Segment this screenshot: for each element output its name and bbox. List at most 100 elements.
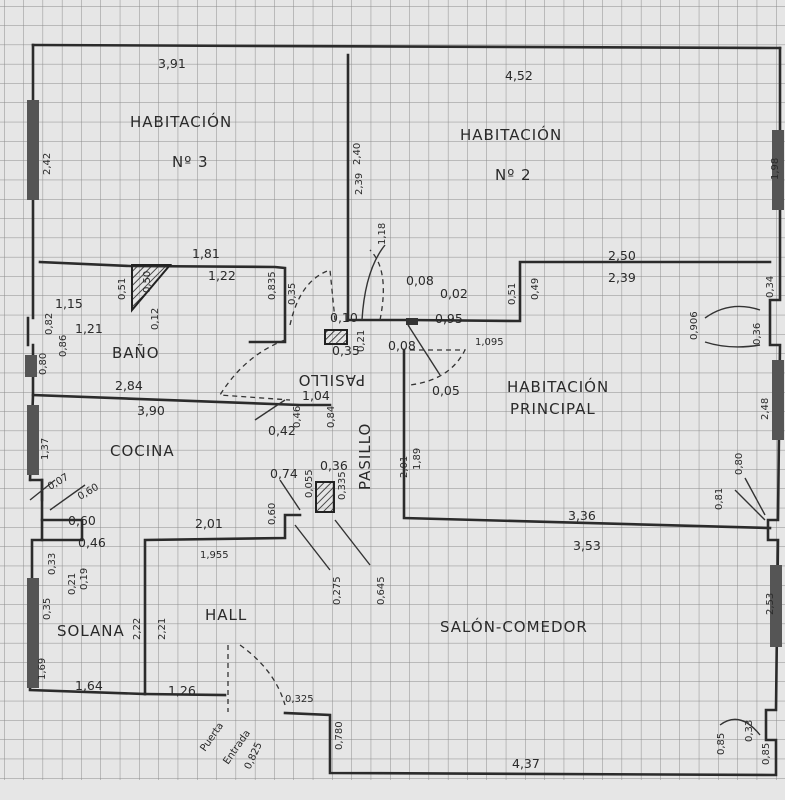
dimension-label: 1,81 bbox=[192, 246, 220, 261]
dimension-label: 0,645 bbox=[376, 576, 387, 605]
dimension-label: 3,91 bbox=[158, 56, 186, 71]
dimension-label: 0,335 bbox=[337, 471, 348, 500]
dimension-label: 0,33 bbox=[47, 553, 58, 575]
dimension-label: 1,89 bbox=[412, 448, 423, 470]
dimension-label: 1,69 bbox=[37, 658, 48, 680]
dimension-label: 0,80 bbox=[38, 353, 49, 375]
dimension-label: 0,86 bbox=[58, 335, 69, 357]
dimension-label: 2,01 bbox=[195, 516, 223, 531]
dimension-label: 2,40 bbox=[352, 143, 363, 165]
room-hall: HALL bbox=[205, 606, 247, 624]
dimension-label: 2,53 bbox=[765, 593, 776, 615]
room-hab2-line2: Nº 2 bbox=[495, 166, 532, 184]
dimension-label: 0,60 bbox=[267, 503, 278, 525]
dimension-label: 0,325 bbox=[285, 694, 314, 705]
dimension-label: 0,36 bbox=[752, 323, 763, 345]
dimension-label: 0,42 bbox=[268, 423, 296, 438]
dimension-label: 3,90 bbox=[137, 403, 165, 418]
dimension-label: 1,04 bbox=[302, 388, 330, 403]
dimension-label: 0,35 bbox=[42, 598, 53, 620]
dimension-label: 2,84 bbox=[115, 378, 143, 393]
dimension-label: 0,10 bbox=[330, 310, 358, 325]
dimension-label: 4,37 bbox=[512, 756, 540, 771]
dimension-label: 0,34 bbox=[765, 276, 776, 298]
dimension-label: 1,21 bbox=[75, 321, 103, 336]
dimension-label: 1,955 bbox=[200, 550, 229, 561]
dimension-label: 3,36 bbox=[568, 508, 596, 523]
dimension-label: 2,39 bbox=[608, 270, 636, 285]
room-hab2-line1: HABITACIÓN bbox=[460, 125, 562, 144]
dimension-label: 0,055 bbox=[304, 469, 315, 498]
dimension-label: 2,48 bbox=[760, 398, 771, 420]
graph-grid bbox=[0, 0, 785, 780]
dimension-label: 2,50 bbox=[608, 248, 636, 263]
dimension-label: 0,12 bbox=[150, 308, 161, 330]
dimension-label: 1,18 bbox=[377, 223, 388, 245]
room-pasillo: PASILLO bbox=[356, 423, 374, 490]
dimension-label: 1,64 bbox=[75, 678, 103, 693]
dimension-label: 0,49 bbox=[530, 278, 541, 300]
dimension-label: 1,095 bbox=[475, 337, 504, 348]
dimension-label: 1,98 bbox=[770, 158, 781, 180]
dimension-label: 0,906 bbox=[689, 311, 700, 340]
dimension-label: 0,85 bbox=[761, 743, 772, 765]
dimension-label: 0,19 bbox=[79, 568, 90, 590]
dimension-label: 1,37 bbox=[40, 438, 51, 460]
dimension-label: 0,08 bbox=[388, 338, 416, 353]
dimension-label: 0,275 bbox=[332, 576, 343, 605]
dimension-labels: 3,91 4,52 2,42 2,40 2,39 1,98 1,81 1,22 0,51 0,50… bbox=[37, 56, 781, 771]
room-hab3-line1: HABITACIÓN bbox=[130, 112, 232, 131]
pillar bbox=[406, 318, 418, 325]
dimension-label: 0,780 bbox=[334, 721, 345, 750]
dimension-label: 2,42 bbox=[42, 153, 53, 175]
dimension-label: 0,46 bbox=[292, 406, 303, 428]
dimension-label: 3,53 bbox=[573, 538, 601, 553]
walls bbox=[26, 43, 782, 777]
room-hab3-line2: Nº 3 bbox=[172, 153, 209, 171]
shaft-hatched bbox=[131, 264, 173, 313]
pillar-hatched bbox=[324, 329, 348, 345]
dimension-label: 0,35 bbox=[332, 343, 360, 358]
dimension-label: 0,51 bbox=[507, 283, 518, 305]
dimension-label: 0,36 bbox=[320, 458, 348, 473]
dimension-label: 0,82 bbox=[44, 313, 55, 335]
dimension-label: 2,21 bbox=[157, 618, 168, 640]
dimension-label: 0,35 bbox=[287, 283, 298, 305]
dimension-label: 2,39 bbox=[354, 173, 365, 195]
dimension-label: 0,60 bbox=[68, 513, 96, 528]
room-salon: SALÓN-COMEDOR bbox=[440, 617, 588, 636]
dimension-label: 0,51 bbox=[117, 278, 128, 300]
room-pasillo-upside: PASILLO bbox=[298, 371, 365, 389]
dimension-label: 1,22 bbox=[208, 268, 236, 283]
dimension-label: 0,84 bbox=[326, 406, 337, 428]
dimension-label: 2,01 bbox=[399, 456, 410, 478]
dimension-label: 0,21 bbox=[67, 573, 78, 595]
dimension-label: 0,05 bbox=[432, 383, 460, 398]
dimension-label: 1,15 bbox=[55, 296, 83, 311]
dimension-label: 0,21 bbox=[356, 330, 367, 352]
room-cocina: COCINA bbox=[110, 442, 175, 460]
dimension-label: 0,08 bbox=[406, 273, 434, 288]
dimension-label: 0,80 bbox=[734, 453, 745, 475]
pillars bbox=[131, 264, 418, 513]
pillar-hatched bbox=[315, 481, 335, 513]
dimension-label: 0,85 bbox=[716, 733, 727, 755]
room-principal-line2: PRINCIPAL bbox=[510, 400, 596, 418]
room-principal-line1: HABITACIÓN bbox=[507, 377, 609, 396]
dimension-label: 0,33 bbox=[744, 720, 755, 742]
dimension-label: 0,50 bbox=[142, 271, 153, 293]
dimension-label: 0,02 bbox=[440, 286, 468, 301]
room-bano: BAÑO bbox=[112, 343, 160, 362]
door-swings bbox=[29, 244, 766, 736]
dimension-label: 0,46 bbox=[78, 535, 106, 550]
windows bbox=[25, 100, 784, 688]
dimension-label: 2,22 bbox=[132, 618, 143, 640]
room-solana: SOLANA bbox=[57, 622, 125, 640]
dimension-label: 0,81 bbox=[714, 488, 725, 510]
dimension-label: 0,95 bbox=[435, 311, 463, 326]
dimension-label: 0,835 bbox=[267, 271, 278, 300]
dimension-label: 1,26 bbox=[168, 683, 196, 698]
dimension-label: 0,74 bbox=[270, 466, 298, 481]
dimension-label: 4,52 bbox=[505, 68, 533, 83]
